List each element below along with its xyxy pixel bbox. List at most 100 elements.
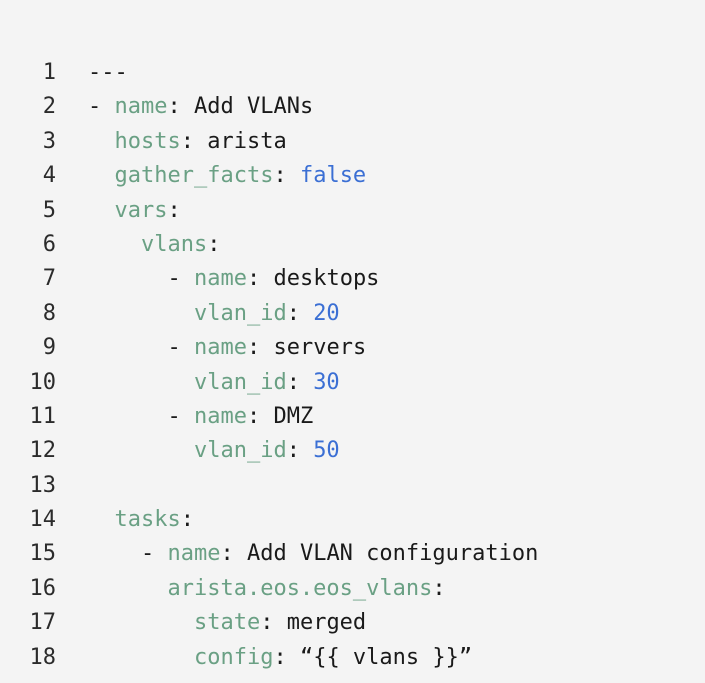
indent — [88, 335, 167, 360]
token-punct: : — [180, 507, 194, 533]
indent — [88, 266, 167, 291]
token-plain: arista — [207, 128, 287, 154]
line-number: 1 — [42, 60, 56, 85]
token-key: name — [193, 335, 247, 361]
code-line: 14 tasks: — [0, 503, 705, 537]
token-dash: - — [167, 335, 194, 361]
indent — [88, 198, 115, 223]
indent — [88, 645, 194, 670]
token-punct: : — [167, 94, 194, 120]
line-number: 9 — [42, 335, 56, 361]
token-punct: : — [286, 300, 314, 326]
indent — [88, 370, 194, 395]
indent — [88, 576, 167, 601]
token-key: vlans — [140, 231, 208, 257]
line-number: 7 — [42, 266, 56, 292]
code-line: 13​ — [0, 469, 705, 503]
token-plain: desktops — [273, 266, 380, 292]
token-key: vlan_id — [193, 438, 287, 464]
token-key: name — [193, 403, 247, 429]
token-key: name — [193, 266, 247, 292]
code-line-text: vlan_id: 20 — [88, 301, 340, 326]
code-line-text: vars: — [88, 198, 181, 223]
code-line-text: - name: DMZ — [88, 404, 313, 429]
code-line-text: - name: desktops — [88, 266, 379, 291]
indent — [88, 438, 194, 463]
indent — [88, 610, 194, 635]
line-number: 3 — [42, 128, 56, 154]
code-line: 7 - name: desktops — [0, 262, 705, 296]
line-number: 18 — [29, 644, 57, 670]
code-line: 9 - name: servers — [0, 331, 705, 365]
token-key: state — [193, 610, 261, 636]
token-key: vlan_id — [193, 300, 287, 326]
indent — [88, 163, 115, 188]
token-punct: : — [220, 541, 247, 567]
token-punct: : — [286, 438, 314, 464]
token-num: 30 — [313, 369, 340, 395]
code-line: 10 vlan_id: 30 — [0, 366, 705, 400]
line-number: 16 — [29, 575, 57, 601]
code-line-text: - name: Add VLANs — [88, 94, 313, 119]
code-line-text: - name: servers — [88, 335, 366, 360]
token-punct: : — [273, 644, 300, 670]
code-line-text: arista.eos.eos_vlans: — [88, 575, 446, 601]
code-line-text: config: “{{ vlans }}” — [88, 645, 472, 670]
code-line-text: - name: Add VLAN configuration — [88, 541, 538, 566]
token-punct: : — [286, 369, 314, 395]
indent — [88, 129, 115, 154]
token-dash: - — [140, 541, 168, 567]
token-punct: : — [273, 163, 300, 189]
token-dash: - — [167, 266, 194, 292]
line-number: 6 — [42, 231, 56, 257]
token-punct: : — [246, 266, 274, 292]
code-line-text: gather_facts: false — [88, 163, 367, 189]
code-line-text: vlan_id: 50 — [88, 438, 340, 463]
code-line-text: hosts: arista — [88, 129, 287, 154]
line-number: 10 — [29, 369, 57, 395]
code-line: 6 vlans: — [0, 228, 705, 262]
code-line-text: tasks: — [88, 507, 194, 532]
token-key: tasks — [114, 507, 181, 533]
code-line: 18 config: “{{ vlans }}” — [0, 641, 705, 675]
line-number: 14 — [29, 507, 57, 533]
indent — [88, 301, 194, 326]
token-key: name — [114, 94, 168, 120]
code-line: 4 gather_facts: false — [0, 159, 705, 193]
token-plain: Add VLAN configuration — [246, 541, 539, 567]
token-punct: : — [246, 335, 274, 361]
token-key: name — [167, 541, 221, 567]
token-dash: - — [167, 403, 194, 429]
token-punct: : — [246, 403, 274, 429]
line-number: 13 — [29, 472, 57, 498]
token-plain: merged — [286, 610, 367, 636]
code-line: 3 hosts: arista — [0, 125, 705, 159]
token-punct: : — [432, 575, 446, 601]
code-line-text: vlans: — [88, 232, 220, 257]
line-number: 12 — [29, 438, 57, 464]
line-number: 5 — [42, 197, 56, 223]
token-num: 20 — [313, 300, 340, 326]
indent — [88, 232, 141, 257]
line-number: 4 — [42, 163, 56, 189]
code-line: 5 vars: — [0, 194, 705, 228]
code-line: 11 - name: DMZ — [0, 400, 705, 434]
line-number: 8 — [42, 300, 56, 326]
code-line: 1--- — [0, 56, 705, 90]
token-plain: DMZ — [273, 403, 314, 429]
token-dash: - — [88, 94, 115, 120]
line-number: 17 — [29, 610, 57, 636]
code-line: 17 state: merged — [0, 606, 705, 640]
code-line-text: state: merged — [88, 610, 366, 635]
token-bool: false — [299, 163, 367, 189]
indent — [88, 507, 115, 532]
token-key: gather_facts — [114, 163, 274, 189]
token-punct: : — [167, 197, 181, 223]
code-line: 15 - name: Add VLAN configuration — [0, 537, 705, 571]
token-num: 50 — [313, 438, 340, 464]
code-line: 2- name: Add VLANs — [0, 90, 705, 124]
token-punct: : — [207, 231, 221, 257]
token-punct: : — [180, 128, 208, 154]
